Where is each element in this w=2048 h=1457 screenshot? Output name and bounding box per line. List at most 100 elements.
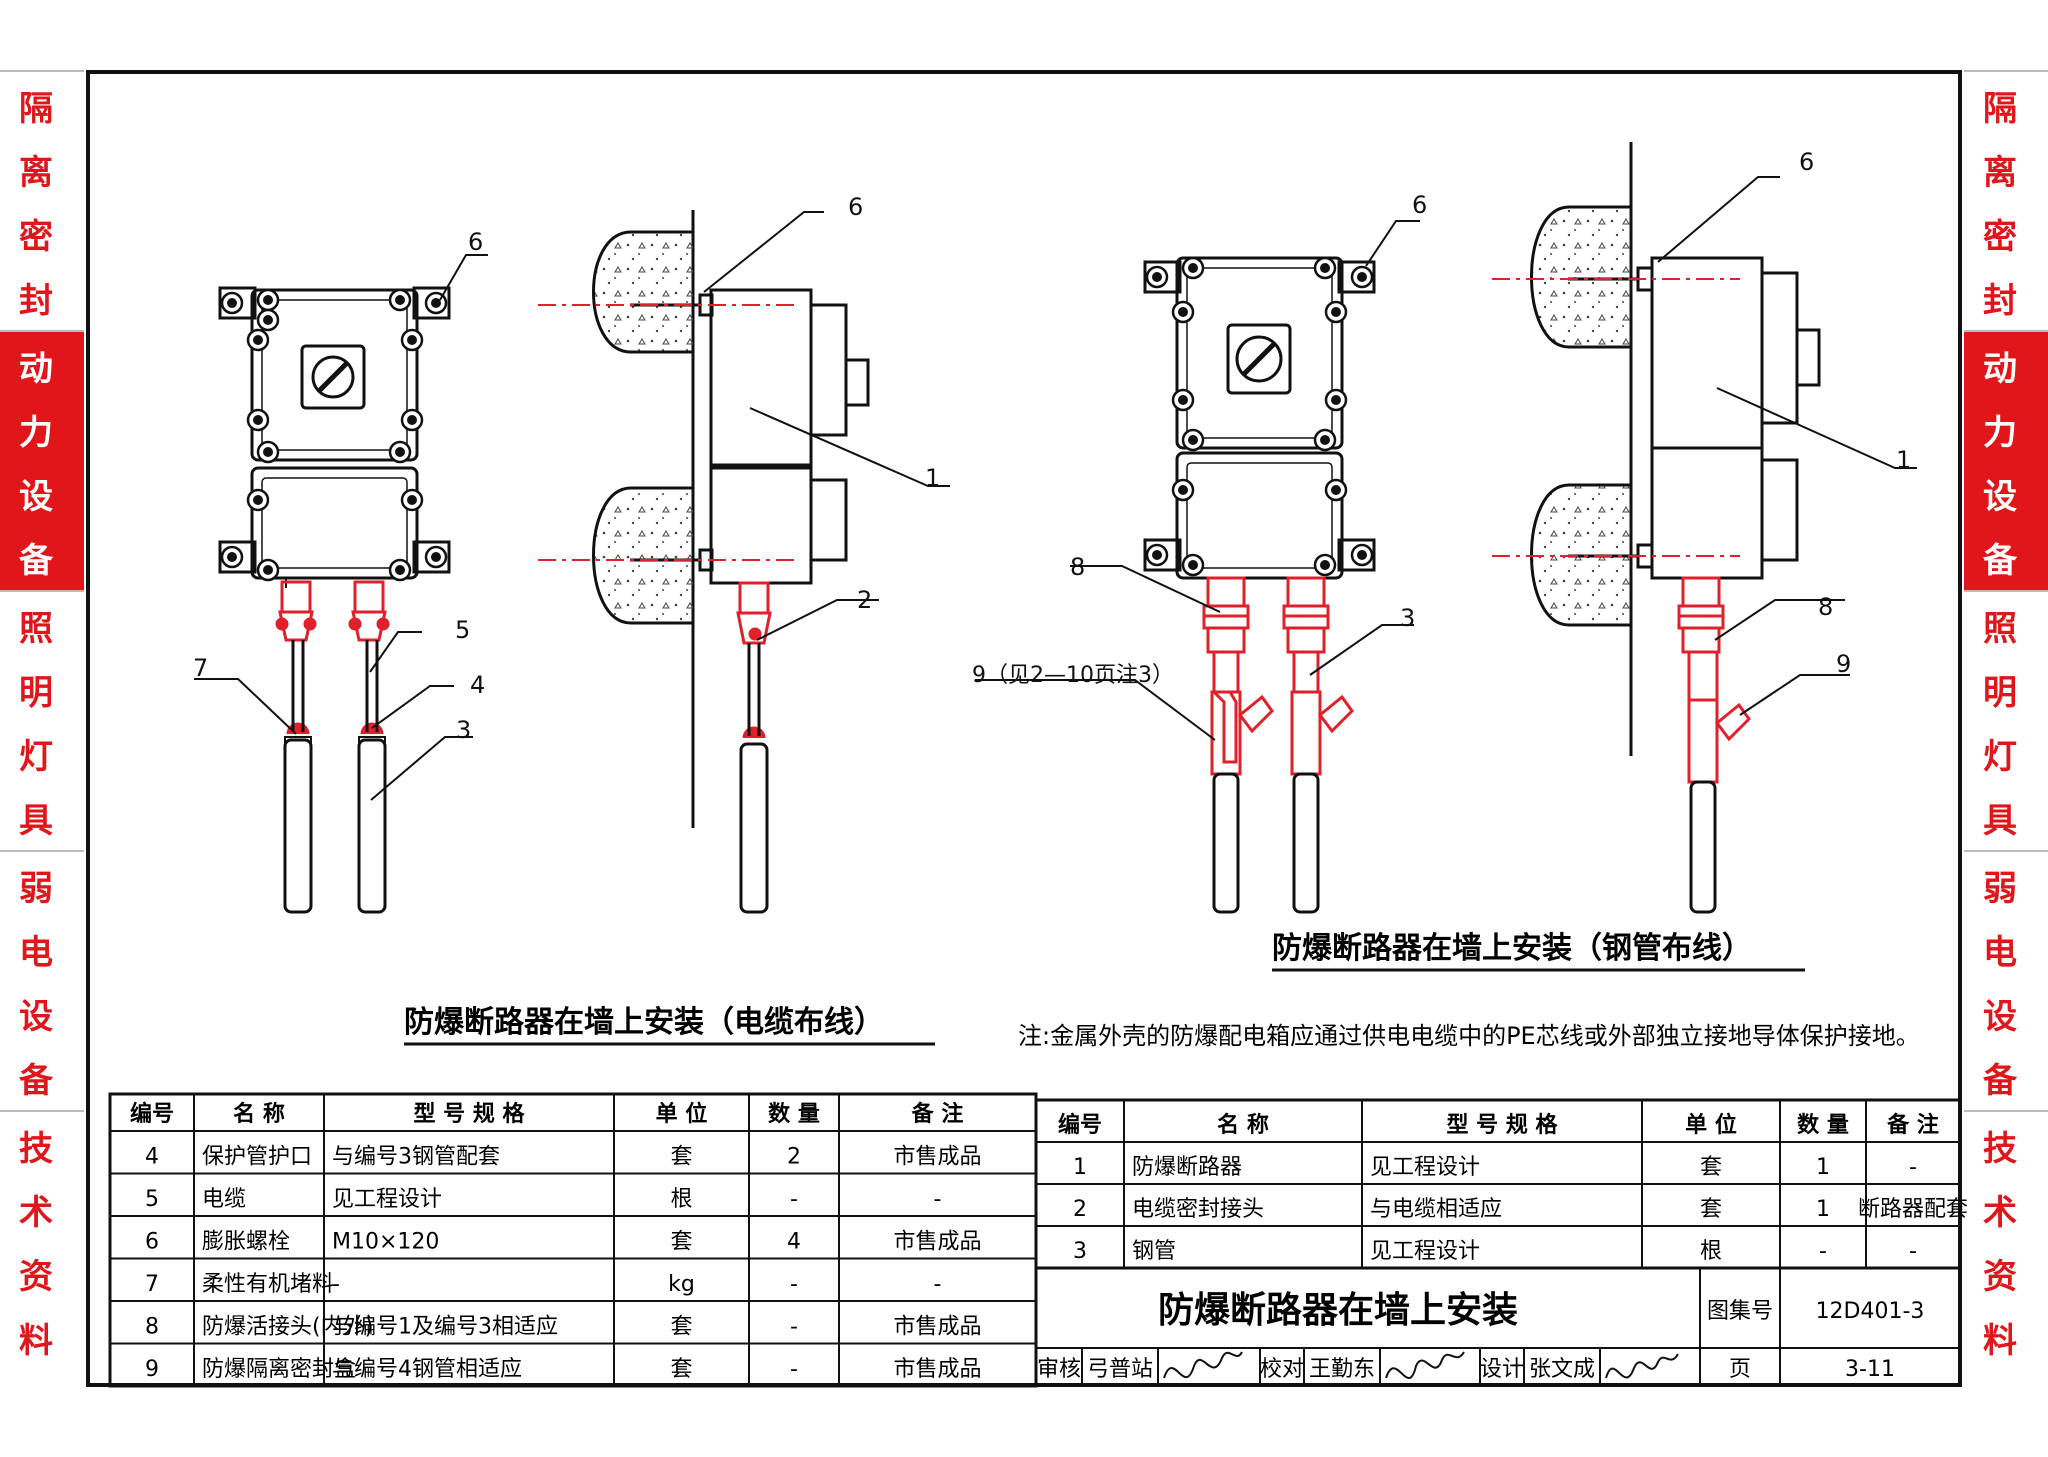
left-table-cell-3-1: 柔性有机堵料: [202, 1272, 334, 1297]
nav-group-lighting-r[interactable]: [1964, 590, 2048, 852]
view-steel-side-pipe: [1689, 780, 1717, 914]
side-nav-char-l-0-3: 封: [19, 281, 53, 321]
left-table-cell-5-2: 与编号4钢管相适应: [332, 1357, 522, 1382]
left-table-cell-5-4: -: [790, 1357, 798, 1382]
right-table-cell-2-5: -: [1909, 1239, 1917, 1264]
left-table-cell-4-5: 市售成品: [893, 1315, 981, 1340]
right-table-cell-2-3: 根: [1700, 1239, 1722, 1264]
side-nav-char-r-0-1: 离: [1983, 153, 2017, 193]
right-table-cell-0-2: 见工程设计: [1370, 1155, 1480, 1180]
side-nav-char-r-0-3: 封: [1983, 281, 2017, 321]
side-nav-char-l-0-0: 隔: [19, 89, 53, 129]
view-cable-side: [592, 210, 870, 828]
nav-group-weak-current-r[interactable]: [1964, 850, 2048, 1112]
callout-6c: 6: [1412, 191, 1427, 219]
design-label: 设计: [1480, 1357, 1524, 1382]
side-nav-char-l-2-2: 灯: [19, 737, 53, 777]
right-table-cell-2-1: 钢管: [1132, 1239, 1176, 1264]
left-table-cell-1-3: 根: [670, 1187, 692, 1212]
side-nav-char-r-3-0: 弱: [1983, 869, 2017, 909]
caption-steel: 防爆断路器在墙上安装（钢管布线）: [1272, 931, 1752, 966]
left-table-header-2: 型 号 规 格: [414, 1101, 526, 1127]
left-table-header-3: 单 位: [656, 1101, 708, 1127]
side-nav-char-r-1-0: 动: [1983, 349, 2017, 389]
side-nav-char-r-3-2: 设: [1983, 997, 2017, 1037]
left-table-header-1: 名 称: [233, 1101, 285, 1127]
left-table-cell-0-0: 4: [145, 1145, 159, 1170]
side-nav-char-r-0-0: 隔: [1983, 89, 2017, 129]
nav-group-isolation-seal[interactable]: 隔离密封: [0, 70, 84, 332]
left-table-cell-0-4: 2: [787, 1145, 801, 1170]
callout-8a: 8: [1070, 553, 1085, 581]
callout-1b: 1: [1896, 446, 1911, 474]
caption-cable: 防爆断路器在墙上安装（电缆布线）: [404, 1005, 884, 1040]
left-table-cell-3-3: kg: [668, 1272, 695, 1297]
callout-3a: 3: [456, 716, 471, 744]
side-nav-char-l-3-1: 电: [19, 933, 53, 973]
callout-1a: 1: [925, 464, 940, 492]
note-text: 注:金属外壳的防爆配电箱应通过供电电缆中的PE芯线或外部独立接地导体保护接地。: [1018, 1022, 1920, 1050]
left-table-cell-1-2: 见工程设计: [332, 1187, 442, 1212]
right-table-cell-1-4: 1: [1816, 1197, 1830, 1222]
right-table-cell-1-2: 与电缆相适应: [1370, 1197, 1502, 1222]
nav-group-power-equipment[interactable]: [0, 330, 84, 592]
callout-6a: 6: [468, 228, 483, 256]
side-nav-char-r-4-3: 料: [1983, 1321, 2017, 1361]
left-table-cell-0-1: 保护管护口: [202, 1145, 312, 1170]
review-signature: [1163, 1351, 1243, 1379]
left-table-cell-4-1: 防爆活接头(内外): [202, 1315, 373, 1340]
nav-group-isolation-seal-r[interactable]: [1964, 70, 2048, 332]
nav-group-power-equipment-r[interactable]: [1964, 330, 2048, 592]
left-table-cell-1-4: -: [790, 1187, 798, 1212]
callout-9: 9: [1836, 650, 1851, 678]
side-nav-char-l-2-1: 明: [19, 673, 53, 713]
left-table-cell-2-5: 市售成品: [893, 1230, 981, 1255]
right-table-cell-2-2: 见工程设计: [1370, 1239, 1480, 1264]
nav-group-tech-data[interactable]: [0, 1110, 84, 1372]
left-table-cell-4-0: 8: [145, 1315, 159, 1340]
side-nav-char-l-3-0: 弱: [19, 869, 53, 909]
left-table-cell-4-4: -: [790, 1315, 798, 1340]
right-table-header-1: 名 称: [1217, 1112, 1269, 1138]
right-table-cell-0-0: 1: [1073, 1155, 1087, 1180]
nav-group-lighting[interactable]: [0, 590, 84, 852]
check-name: 王勤东: [1309, 1357, 1375, 1382]
caption-steel-group: 防爆断路器在墙上安装（钢管布线）: [1272, 931, 1805, 972]
view-cable-side-cable: [739, 643, 769, 914]
left-table-cell-5-3: 套: [670, 1357, 692, 1382]
side-nav-char-l-1-1: 力: [19, 413, 53, 453]
callout-6d: 6: [1799, 148, 1814, 176]
callout-3b: 3: [1400, 604, 1415, 632]
atlas-value: 12D401-3: [1816, 1299, 1925, 1324]
side-nav-char-l-0-1: 离: [19, 153, 53, 193]
check-label: 校对: [1260, 1357, 1304, 1382]
view-steel-front: [1143, 256, 1376, 580]
right-table-cell-2-0: 3: [1073, 1239, 1087, 1264]
view-steel-front-pipes: [1212, 772, 1320, 914]
review-label: 审核: [1037, 1357, 1081, 1382]
nav-group-tech-data-r[interactable]: [1964, 1110, 2048, 1372]
page-label: 页: [1729, 1357, 1751, 1382]
right-table-header-2: 型 号 规 格: [1447, 1112, 1559, 1138]
left-table-cell-3-5: -: [934, 1272, 942, 1297]
right-table-cell-0-5: -: [1909, 1155, 1917, 1180]
right-table-header-5: 备 注: [1886, 1112, 1939, 1138]
design-name: 张文成: [1529, 1357, 1595, 1382]
callout-8b: 8: [1818, 593, 1833, 621]
side-nav-char-l-4-1: 术: [19, 1193, 53, 1233]
nav-group-weak-current[interactable]: [0, 850, 84, 1112]
left-table-cell-5-5: 市售成品: [893, 1357, 981, 1382]
callout-5: 5: [455, 616, 470, 644]
side-nav-char-l-4-2: 资: [19, 1257, 53, 1297]
right-table-cell-1-0: 2: [1073, 1197, 1087, 1222]
side-nav-char-r-3-3: 备: [1983, 1061, 2018, 1101]
side-nav-char-l-0-2: 密: [19, 217, 53, 257]
callout-6b: 6: [848, 193, 863, 221]
left-table-cell-3-0: 7: [145, 1272, 159, 1297]
center-lines-b: [538, 304, 800, 561]
design-signature: [1605, 1353, 1679, 1379]
right-table-cell-0-3: 套: [1700, 1155, 1722, 1180]
